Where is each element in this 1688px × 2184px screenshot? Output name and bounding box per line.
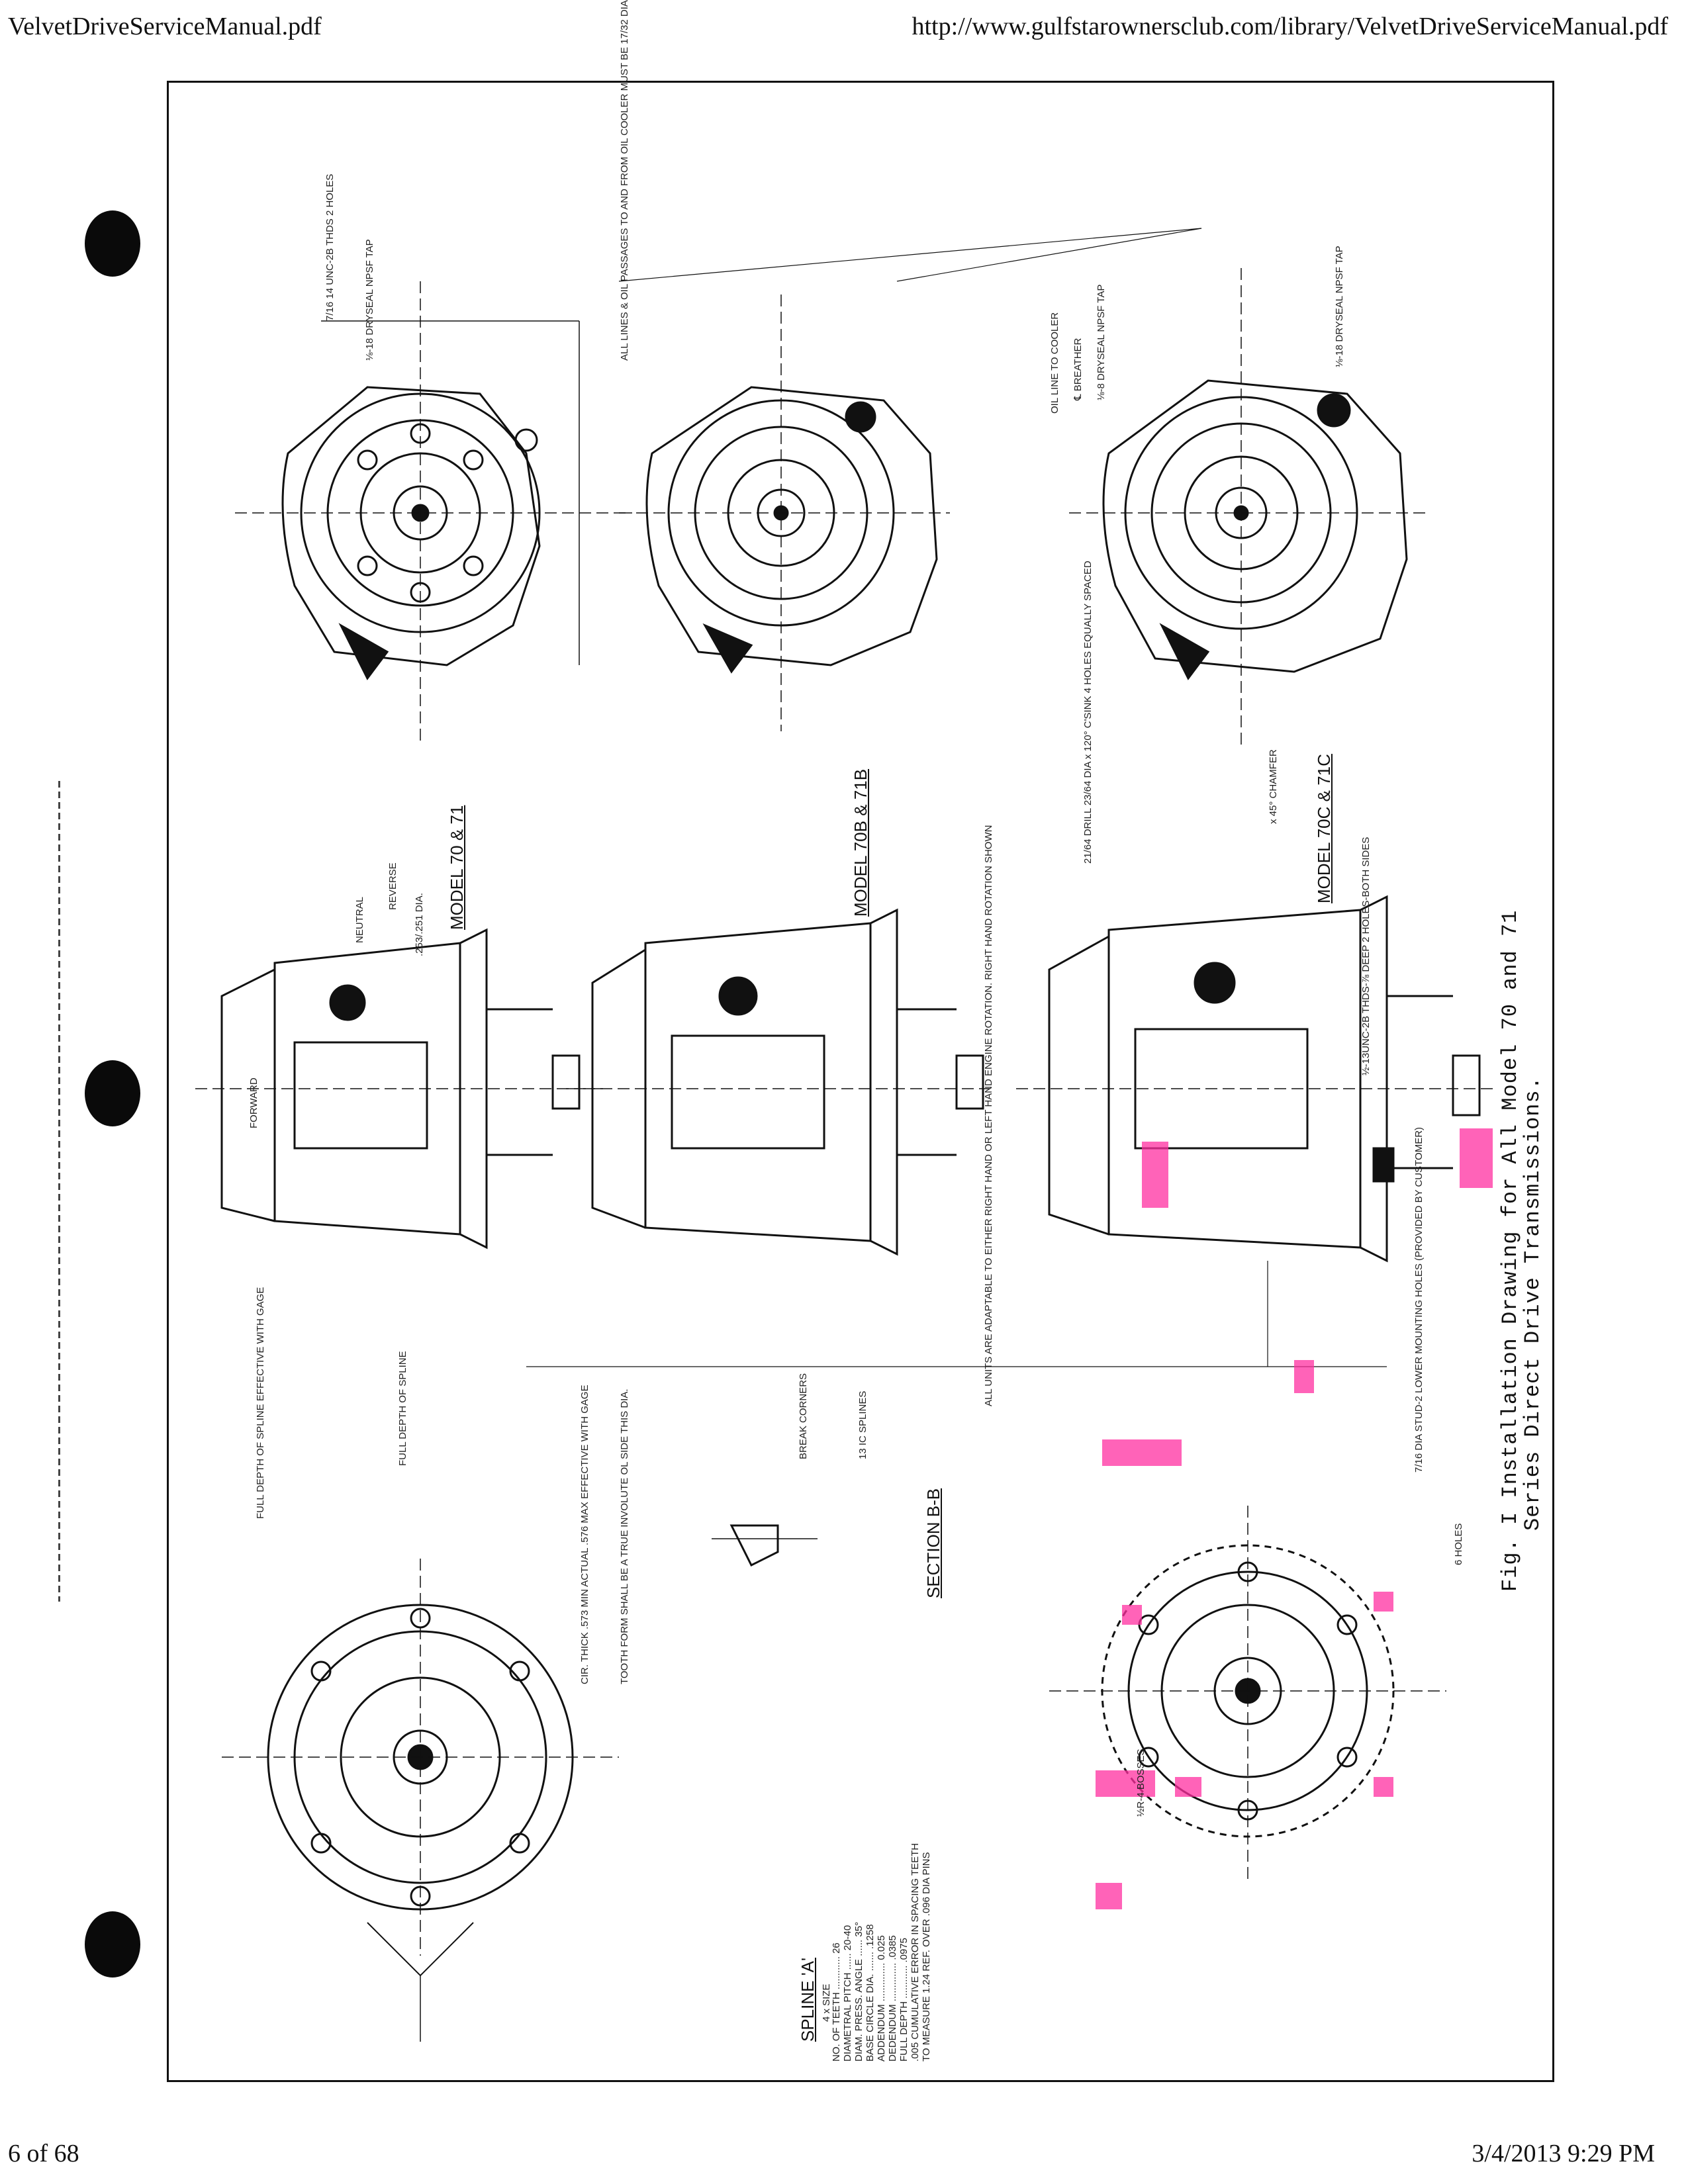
label-spline-a: SPLINE 'A' xyxy=(798,1958,818,2042)
note-dryseal-b: ⅛-8 DRYSEAL NPSF TAP xyxy=(1096,284,1107,400)
spline-detail xyxy=(367,1524,818,2042)
flange-view-right xyxy=(1049,1506,1446,1883)
label-six-holes: 6 HOLES xyxy=(1453,1523,1464,1565)
label-splines: 13 IC SPLINES xyxy=(857,1390,868,1459)
note-stud: 7/16 DIA STUD-2 LOWER MOUNTING HOLES (PR… xyxy=(1413,1126,1425,1473)
label-cir-thick: CIR. THICK .573 MIN ACTUAL .576 MAX EFFE… xyxy=(579,1385,590,1684)
label-forward: FORWARD xyxy=(248,1077,259,1128)
side-view-70-71 xyxy=(195,928,606,1250)
label-reverse: REVERSE xyxy=(387,862,399,910)
note-fulldepth-2: FULL DEPTH OF SPLINE EFFECTIVE WITH GAGE xyxy=(255,1287,266,1519)
drawing-frame: 7/16 14 UNC-2B THDS 2 HOLES ⅛-18 DRYSEAL… xyxy=(167,0,1554,2082)
spec-table: NO. OF TEETH ............ 26 DIAMETRAL P… xyxy=(831,1843,932,2062)
label-break-corners: BREAK CORNERS xyxy=(798,1373,809,1459)
figure-caption: Fig. I Installation Drawing for All Mode… xyxy=(1498,909,1545,1592)
spec-row: NO. OF TEETH ............ 26 xyxy=(831,1942,842,2062)
spec-row: .005 CUMULATIVE ERROR IN SPACING TEETH xyxy=(910,1843,921,2062)
binder-hole xyxy=(85,1911,140,1978)
note-fulldepth: FULL DEPTH OF SPLINE xyxy=(397,1351,408,1466)
spec-row: DIAMETRAL PITCH ...... 20-40 xyxy=(842,1925,853,2062)
end-view-70-71 xyxy=(235,281,632,745)
footer-page-number: 6 of 68 xyxy=(8,2140,79,2167)
end-view-70c-71c xyxy=(1069,268,1427,745)
model-label-70b-71b: MODEL 70B & 71B xyxy=(851,768,870,917)
label-tooth-form: TOOTH FORM SHALL BE A TRUE INVOLUTE OL S… xyxy=(619,1388,630,1685)
footer-datetime: 3/4/2013 9:29 PM xyxy=(1472,2140,1655,2167)
note-oil-cooler: OIL LINE TO COOLER xyxy=(1049,312,1060,414)
label-bosses: ½R-4 BOSSES xyxy=(1135,1749,1147,1817)
side-view-70b-71b xyxy=(566,908,990,1256)
model-label-70c-71c: MODEL 70C & 71C xyxy=(1314,754,1334,903)
note-adaptable: ALL UNITS ARE ADAPTABLE TO EITHER RIGHT … xyxy=(983,825,994,1406)
spec-row: DIAM. PRESS. ANGLE ...... 35° xyxy=(853,1921,865,2062)
caption-line-1: Fig. I Installation Drawing for All Mode… xyxy=(1498,909,1523,1592)
note-breather: ℄ BREATHER xyxy=(1072,338,1084,400)
installation-drawing xyxy=(195,228,1493,2042)
label-section-bb: SECTION B-B xyxy=(923,1488,943,1598)
spec-row: DEDENDUM .............. .0385 xyxy=(887,1935,898,2062)
side-view-70c-71c xyxy=(1016,895,1493,1263)
caption-line-2: Series Direct Drive Transmissions. xyxy=(1521,1076,1545,1531)
label-neutral: NEUTRAL xyxy=(354,896,365,943)
binder-edge-line xyxy=(58,781,60,1602)
header-url: http://www.gulfstarownersclub.com/librar… xyxy=(912,13,1668,40)
binder-hole xyxy=(85,1060,140,1126)
note-oil-lines: ALL LINES & OIL PASSAGES TO AND FROM OIL… xyxy=(619,0,630,361)
spec-row: BASE CIRCLE DIA. ....... .1258 xyxy=(865,1924,876,2062)
note-drill: 21/64 DRILL 23/64 DIA x 120° C'SINK 4 HO… xyxy=(1082,561,1094,864)
spec-row: ADDENDUM .............. 0.025 xyxy=(876,1935,887,2062)
label-dia: .253/.251 DIA. xyxy=(414,893,425,956)
binder-hole xyxy=(85,210,140,277)
header-filename: VelvetDriveServiceManual.pdf xyxy=(8,13,322,40)
note-deep: ½-13UNC-2B THDS-⅞ DEEP 2 HOLES-BOTH SIDE… xyxy=(1360,837,1372,1075)
spec-row: TO MEASURE 1.24 REF. OVER .096 DIA PINS xyxy=(921,1852,932,2062)
flange-view-left xyxy=(222,1559,619,1956)
end-view-70b-71b xyxy=(619,295,950,731)
note-chamfer: x 45° CHAMFER xyxy=(1268,749,1279,824)
note-dryseal-c: ⅛-18 DRYSEAL NPSF TAP xyxy=(1334,246,1345,367)
note-dryseal-a: ⅛-18 DRYSEAL NPSF TAP xyxy=(364,239,375,361)
note-holes: 7/16 14 UNC-2B THDS 2 HOLES xyxy=(324,173,336,321)
spec-row: FULL DEPTH ............ .0975 xyxy=(898,1937,910,2062)
model-label-70-71: MODEL 70 & 71 xyxy=(447,805,467,930)
